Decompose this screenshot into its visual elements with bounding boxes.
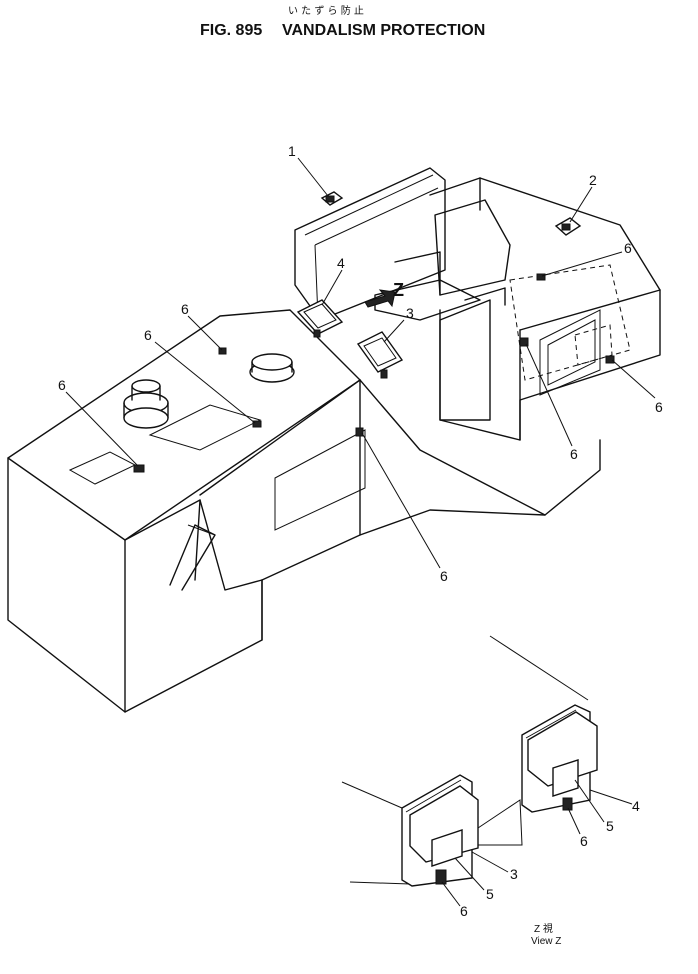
callout-6-g: 6	[655, 399, 663, 415]
callout-4: 4	[337, 255, 345, 271]
leader-lines	[65, 157, 656, 569]
part-3-cover	[356, 331, 404, 379]
lock-parts	[133, 191, 615, 473]
detail-cover-3	[401, 774, 479, 887]
detail-callout-3: 3	[510, 866, 518, 882]
callout-6-a: 6	[181, 301, 189, 317]
detail-cover-4	[521, 704, 598, 813]
part-6-lock-d	[355, 427, 364, 437]
view-z-marker: Z	[364, 280, 404, 308]
part-1-cap-lock	[320, 191, 344, 206]
part-6-lock-e	[536, 273, 546, 281]
title-japanese: い た ず ら 防 止	[288, 4, 364, 17]
callout-1: 1	[288, 143, 296, 159]
view-label-english: View Z	[531, 936, 561, 947]
machine-body	[7, 167, 661, 713]
part-4-cover	[296, 299, 344, 338]
callout-6-f: 6	[570, 446, 578, 462]
part-6-lock-a	[218, 347, 227, 355]
part-6-lock-b	[252, 420, 262, 428]
figure-title: い た ず ら 防 止 FIG. 895 VANDALISM PROTECTIO…	[200, 4, 485, 39]
detail-callout-5-b: 5	[486, 886, 494, 902]
detail-callout-6-a: 6	[580, 833, 588, 849]
figure-number: FIG. 895	[200, 22, 262, 39]
detail-callout-4: 4	[632, 798, 640, 814]
part-6-lock-f	[519, 337, 529, 347]
view-label-japanese: Z 視	[534, 922, 553, 935]
view-z-detail: 4 5 6 3 5 6 Z 視 View Z	[341, 635, 640, 947]
callout-6-c: 6	[58, 377, 66, 393]
callouts-main: 1 2 4 3 6 6 6 6 6 6 6	[58, 143, 663, 584]
figure-name: VANDALISM PROTECTION	[282, 22, 485, 39]
callout-3: 3	[406, 305, 414, 321]
callout-6-d: 6	[440, 568, 448, 584]
detail-callout-5-a: 5	[606, 818, 614, 834]
detail-callout-6-b: 6	[460, 903, 468, 919]
part-6-lock-c	[133, 464, 145, 473]
view-marker-letter: Z	[393, 280, 404, 300]
callout-6-b: 6	[144, 327, 152, 343]
callout-2: 2	[589, 172, 597, 188]
part-2-lock	[554, 217, 582, 236]
part-6-lock-g	[605, 355, 615, 364]
callout-6-e: 6	[624, 240, 632, 256]
